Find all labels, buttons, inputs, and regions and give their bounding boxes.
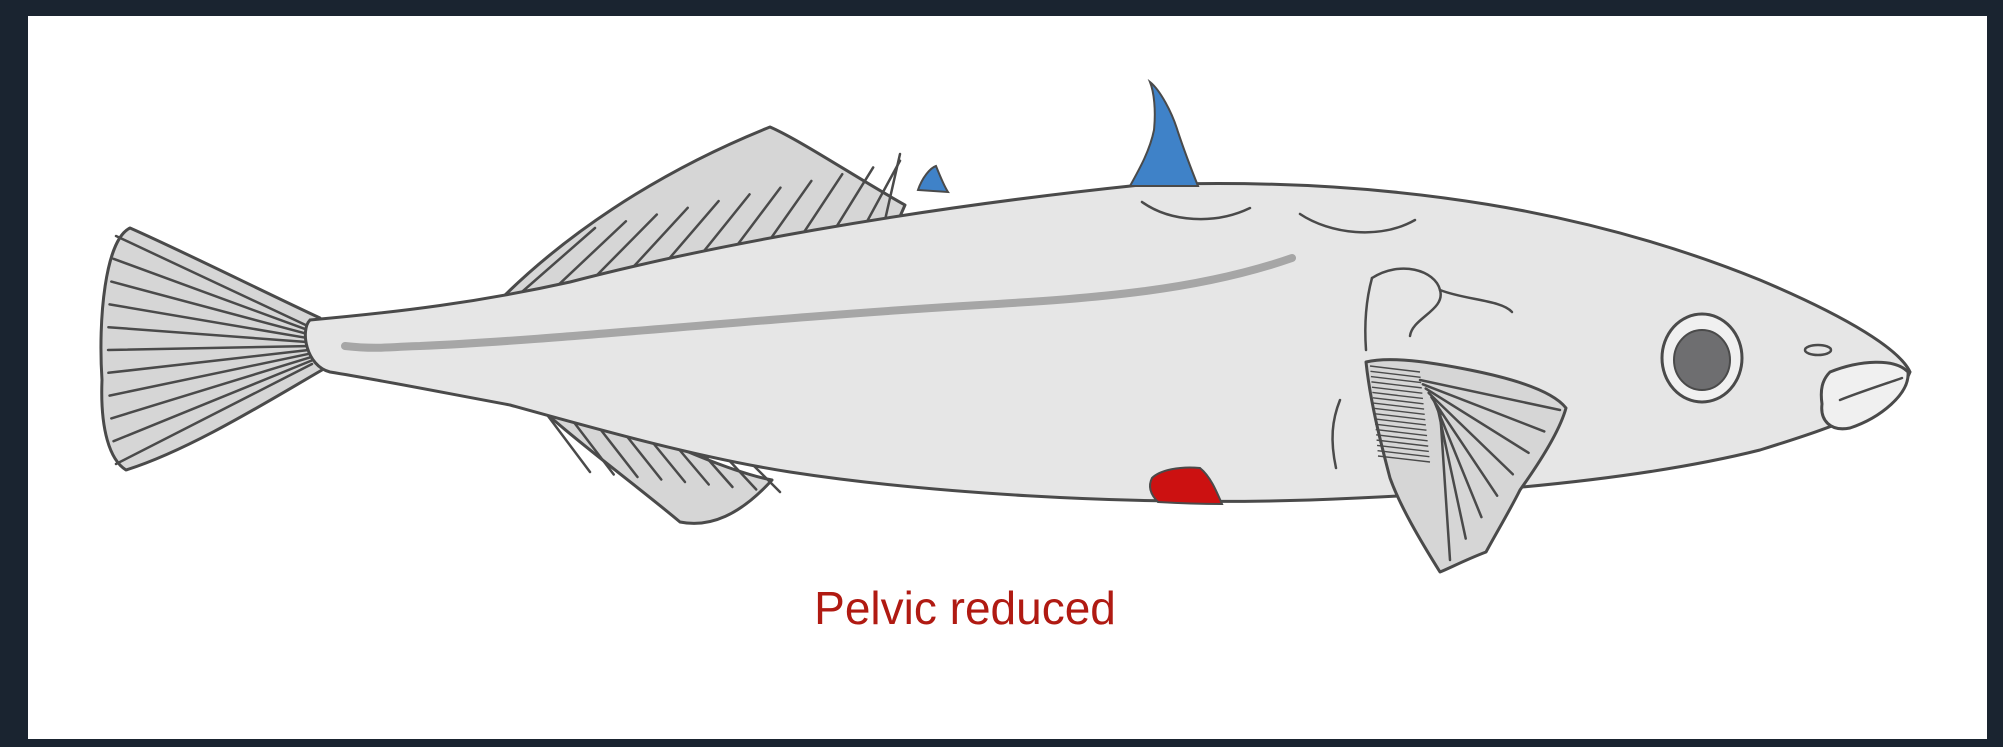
dorsal-spine-large bbox=[1130, 82, 1198, 186]
figure-caption: Pelvic reduced bbox=[600, 578, 1330, 638]
mouth bbox=[1821, 362, 1908, 429]
dorsal-spine-small bbox=[918, 166, 948, 192]
eye-pupil bbox=[1674, 330, 1730, 390]
pectoral-fin bbox=[1366, 360, 1566, 572]
nostril bbox=[1805, 345, 1831, 355]
